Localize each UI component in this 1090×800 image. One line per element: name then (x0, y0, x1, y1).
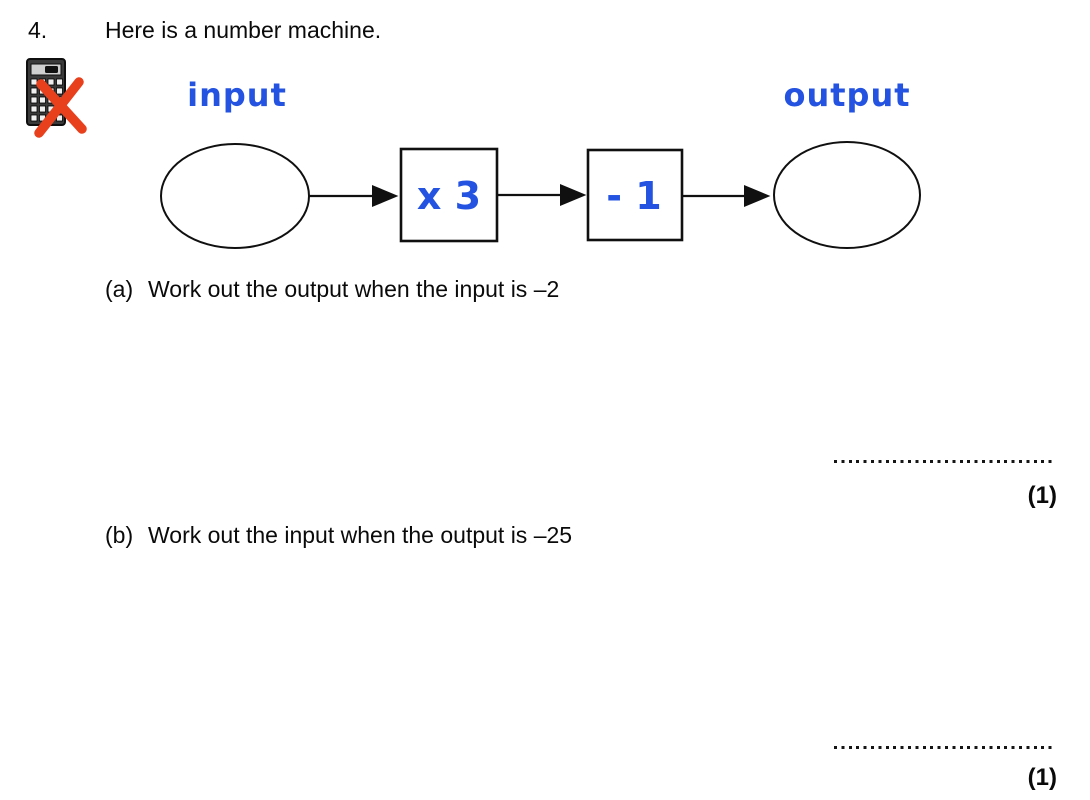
calculator-icon (26, 58, 87, 138)
part-b-text: Work out the input when the output is –2… (148, 522, 573, 548)
machine-input-label: input (187, 76, 287, 114)
no-calculator-icon (18, 56, 90, 138)
answer-line-a (834, 460, 1054, 463)
part-b-question: (b) Work out the input when the output i… (105, 522, 572, 549)
operation-box-2-label: - 1 (606, 174, 661, 218)
machine-output-label: output (783, 76, 911, 114)
number-machine-diagram: x 3 - 1 (160, 141, 921, 249)
input-oval (160, 143, 310, 249)
red-cross-icon (34, 77, 87, 138)
output-oval (773, 141, 921, 249)
question-intro: Here is a number machine. (105, 17, 382, 43)
operation-box-2 (586, 148, 684, 242)
part-a-label: (a) (105, 276, 134, 302)
operation-box-1 (399, 147, 499, 243)
operation-box-1-label: x 3 (417, 174, 481, 218)
part-a-question: (a) Work out the output when the input i… (105, 276, 559, 303)
part-a-text: Work out the output when the input is –2 (148, 276, 560, 302)
answer-line-b (834, 746, 1054, 749)
marks-b: (1) (1027, 764, 1057, 791)
part-b-label: (b) (105, 522, 134, 548)
marks-a: (1) (1027, 482, 1057, 509)
question-number: 4. (28, 17, 48, 43)
